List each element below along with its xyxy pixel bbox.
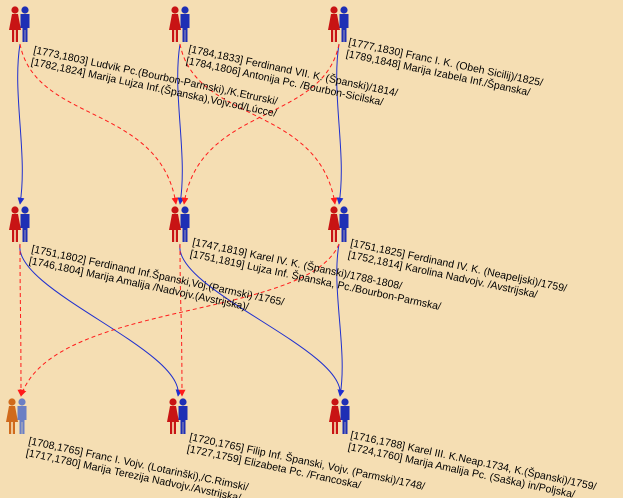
couple-icon bbox=[169, 6, 190, 42]
blood-line-connector bbox=[336, 43, 344, 205]
couple-icon bbox=[329, 398, 350, 434]
couple-icon bbox=[328, 206, 349, 242]
links-layer bbox=[17, 43, 345, 397]
marriage-line-connector bbox=[181, 43, 340, 205]
couple-icon bbox=[169, 206, 190, 242]
marriage-line-connector bbox=[17, 243, 25, 397]
blood-line-connector bbox=[19, 243, 183, 397]
blood-line-connector bbox=[177, 43, 185, 205]
couple-node[interactable]: [1716,1788] Karel III. K.Neap.1734, K.(Š… bbox=[329, 398, 600, 498]
couple-icon bbox=[9, 6, 30, 42]
svg-text:[1716,1788] Karel III. K.Neap.: [1716,1788] Karel III. K.Neap.1734, K.(Š… bbox=[347, 428, 601, 498]
blood-line-connector bbox=[17, 43, 25, 205]
couple-icon bbox=[6, 398, 27, 434]
couple-icon bbox=[9, 206, 30, 242]
blood-line-connector bbox=[336, 243, 345, 397]
marriage-line-connector bbox=[19, 43, 179, 205]
couple-icon bbox=[328, 6, 349, 42]
marriage-line-connector bbox=[19, 243, 340, 397]
couple-icon bbox=[167, 398, 188, 434]
marriage-line-connector bbox=[179, 43, 338, 205]
blood-line-connector bbox=[179, 243, 345, 397]
marriage-line-connector bbox=[178, 243, 186, 397]
